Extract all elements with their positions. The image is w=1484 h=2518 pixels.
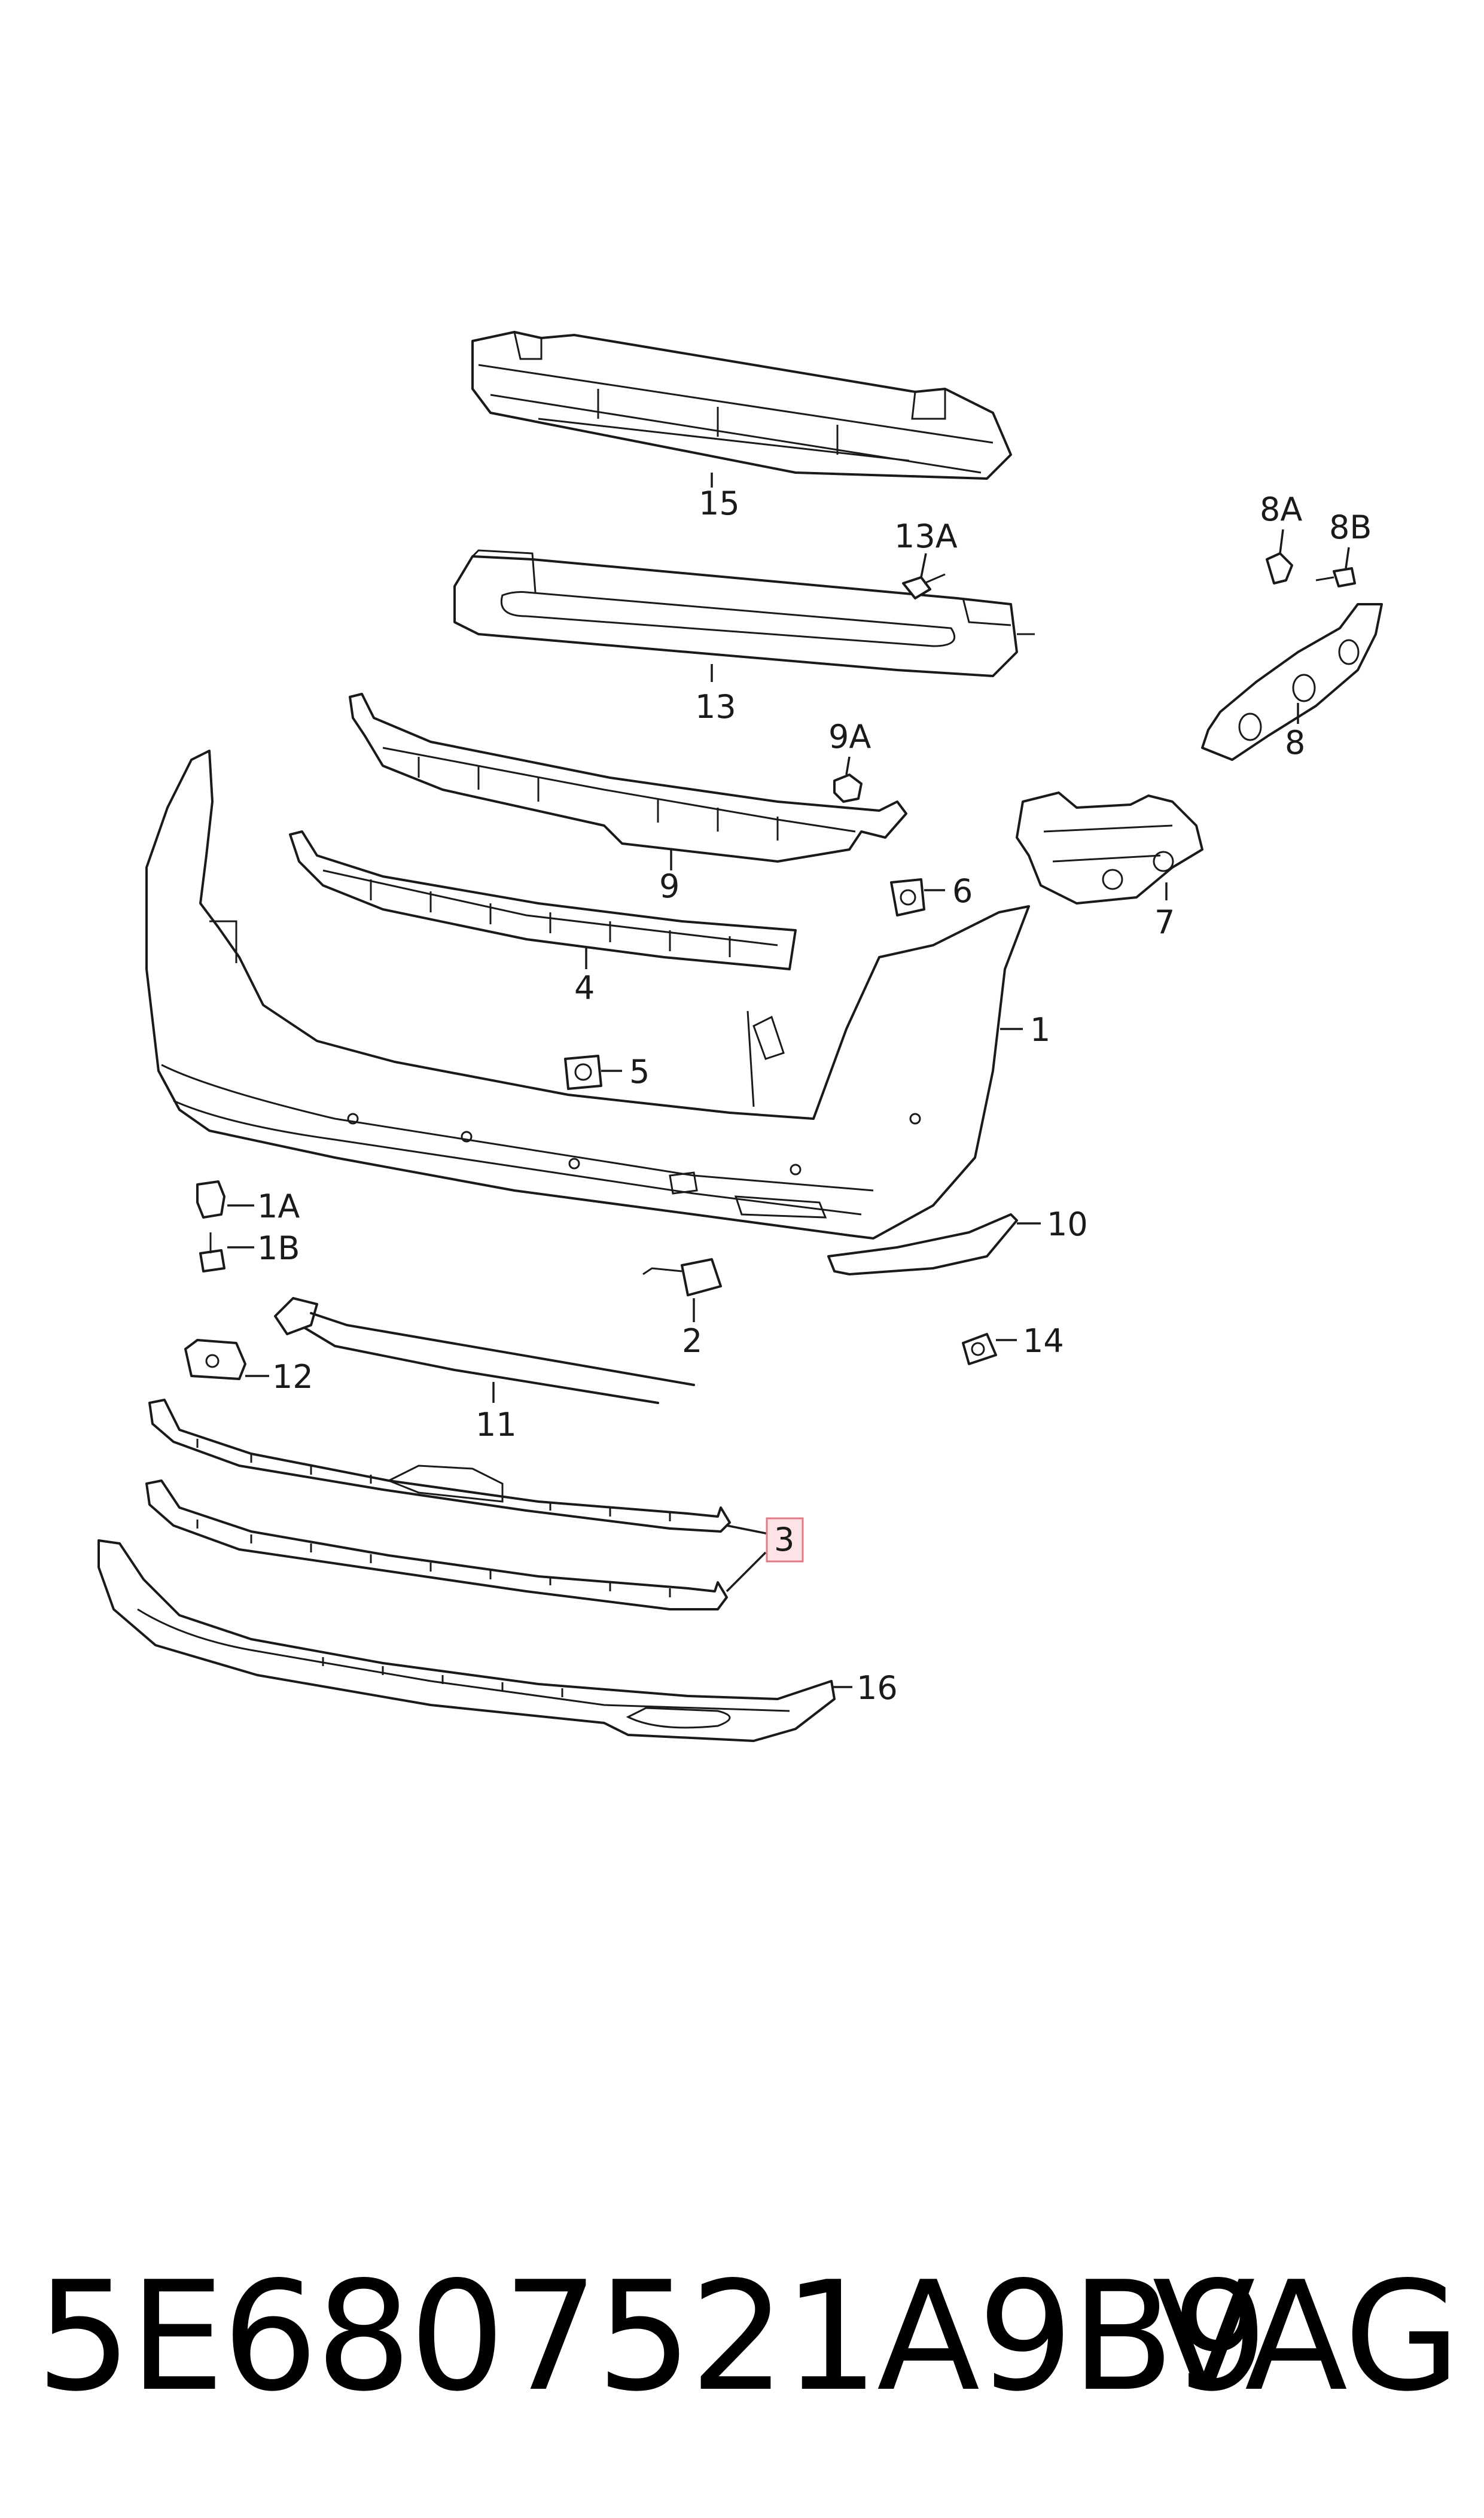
part-11-wiring-harness (274, 1297, 695, 1404)
callout-10: 10 (1047, 1205, 1088, 1243)
footer: 5E6807521A9B9 VAG (36, 2249, 1461, 2441)
callout-3-highlight[interactable] (766, 1517, 804, 1563)
part-2-towing-eye-cap (642, 1258, 722, 1296)
callout-13A: 13A (894, 517, 958, 555)
part-5-clip (564, 1055, 602, 1090)
part-3-spoiler-lower (145, 1479, 728, 1610)
callout-14: 14 (1023, 1322, 1064, 1360)
callout-8A: 8A (1260, 491, 1302, 528)
part-13-bumper-reinforcement (453, 549, 1035, 677)
part-8A-clip (1266, 552, 1293, 584)
part-1A-clip (196, 1180, 226, 1219)
part-9-upper-guide (349, 693, 907, 863)
callout-5: 5 (629, 1053, 650, 1091)
part-number: 5E6807521A9B9 (36, 2249, 1268, 2425)
brand-name: VAG (1152, 2249, 1461, 2425)
callout-15: 15 (699, 485, 740, 522)
part-7-side-bracket (1016, 791, 1203, 905)
callout-1: 1 (1030, 1011, 1050, 1049)
part-6-clip (890, 878, 925, 917)
callout-6: 6 (952, 872, 973, 910)
callout-11: 11 (476, 1406, 517, 1444)
callout-12: 12 (272, 1358, 313, 1396)
part-8-bracket (1201, 603, 1383, 761)
part-16-diffuser (97, 1539, 836, 1742)
part-10-trim-strip (827, 1213, 1018, 1275)
callout-9: 9 (659, 867, 679, 905)
callout-8B: 8B (1329, 509, 1372, 546)
part-15-impact-absorber (471, 331, 1012, 480)
callout-1A: 1A (257, 1188, 300, 1225)
callout-4: 4 (574, 969, 595, 1007)
part-8B-screw (1315, 567, 1356, 587)
callout-9A: 9A (828, 718, 871, 756)
part-14-clip (962, 1333, 997, 1365)
callout-1B: 1B (257, 1229, 300, 1267)
callout-8: 8 (1285, 724, 1305, 762)
part-9A-nut (833, 774, 863, 803)
part-4-guide (289, 830, 797, 970)
callout-16: 16 (857, 1669, 898, 1707)
part-3-spoiler-upper (148, 1399, 731, 1533)
callout-13: 13 (695, 688, 736, 726)
part-1B-screw (199, 1232, 226, 1272)
part-1-bumper-cover (145, 750, 1030, 1240)
callout-7: 7 (1154, 903, 1175, 941)
callout-2: 2 (682, 1322, 702, 1360)
callout-3[interactable]: 3 (774, 1521, 794, 1558)
part-12-bracket (184, 1339, 246, 1380)
part-13A-bolt (902, 573, 946, 599)
